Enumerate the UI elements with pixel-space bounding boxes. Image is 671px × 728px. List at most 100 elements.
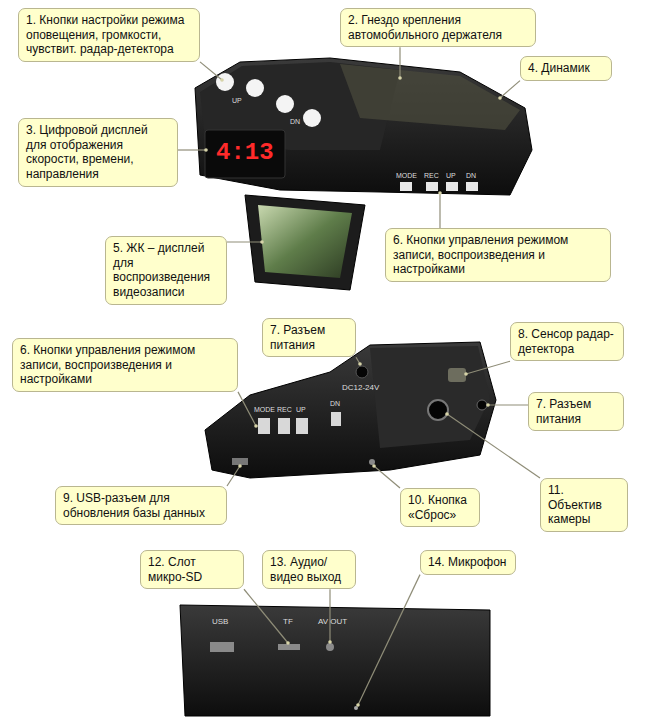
leader-line [466, 361, 510, 374]
leader-dot [358, 362, 362, 366]
device-marking: UP [296, 406, 306, 413]
leader-dot [498, 96, 502, 100]
callout-box: 6. Кнопки управления режимом записи, вос… [12, 338, 238, 392]
callout-text: 11. Объектив камеры [548, 483, 620, 527]
callout-box: 6. Кнопки управления режимом записи, вос… [385, 228, 611, 282]
button [331, 412, 341, 426]
button [446, 182, 458, 191]
leader-dot [328, 640, 332, 644]
leader-line [227, 466, 240, 486]
callout-box: 14. Микрофон [420, 550, 516, 575]
leader-line [500, 81, 520, 98]
callout-text: 13. Аудио/видео выход [270, 555, 348, 584]
callout-text: 1. Кнопки настройки режима оповещения, г… [26, 13, 192, 57]
device-marking: USB [212, 618, 228, 626]
callout-text: 6. Кнопки управления режимом записи, вос… [393, 233, 603, 277]
leader-dot [238, 464, 242, 468]
power-port [356, 366, 368, 378]
callout-text: 2. Гнездо крепления автомобильного держа… [348, 13, 528, 42]
device-marking: TF [283, 618, 293, 626]
power-port [477, 400, 487, 410]
device-marking: MODE [254, 406, 275, 413]
button [426, 182, 438, 191]
callout-text: 4. Динамик [528, 61, 604, 76]
lcd-screen [258, 205, 352, 278]
leader-line [227, 241, 262, 242]
callout-box: 2. Гнездо крепления автомобильного держа… [340, 8, 536, 47]
display-window [205, 130, 285, 178]
device-marking: DN [290, 118, 300, 125]
leader-dot [356, 703, 360, 707]
callout-box: 4. Динамик [520, 56, 612, 81]
leader-dot [486, 403, 490, 407]
callout-box: 1. Кнопки настройки режима оповещения, г… [18, 8, 200, 62]
device-marking: REC [277, 406, 292, 413]
av-port [326, 643, 334, 651]
leader-line [200, 62, 222, 80]
callout-box: 7. Разъем питания [528, 392, 624, 431]
device-mount [340, 64, 520, 130]
display-readout: 4:13 [216, 141, 274, 165]
radar-sensor [448, 368, 466, 382]
callout-text: 9. USB-разъем для обновления базы данных [63, 491, 219, 520]
leader-dot [254, 424, 258, 428]
device-marking: UP [446, 172, 456, 179]
leader-line [399, 47, 400, 78]
callout-box: 11. Объектив камеры [540, 478, 628, 532]
leader-dot [260, 240, 264, 244]
device-marking: DN [466, 172, 476, 179]
leader-dot [464, 372, 468, 376]
device-marking: DC12-24V [342, 384, 379, 392]
device-body [195, 58, 532, 195]
callout-box: 8. Сенсор радар-детектора [510, 322, 624, 361]
button [246, 79, 264, 97]
button [278, 418, 290, 434]
callout-box: 9. USB-разъем для обновления базы данных [55, 486, 227, 525]
callout-text: 5. ЖК – дисплей для воспроизведения виде… [113, 241, 219, 300]
button [216, 73, 234, 91]
leader-dot [286, 641, 290, 645]
callout-box: 13. Аудио/видео выход [262, 550, 356, 589]
device-marking: AV OUT [318, 618, 347, 626]
leader-dot [204, 148, 208, 152]
callout-text: 3. Цифровой дисплей для отображения скор… [26, 123, 170, 182]
callout-text: 10. Кнопка «Сброс» [408, 493, 472, 522]
leader-line [244, 589, 288, 643]
leader-line [238, 392, 256, 426]
callout-text: 7. Разъем питания [270, 323, 348, 352]
leader-line [374, 466, 400, 488]
leader-line [178, 149, 206, 150]
button [276, 95, 294, 113]
leader-line [329, 589, 330, 642]
leader-dot [220, 78, 224, 82]
button [400, 182, 412, 191]
leader-line [358, 575, 420, 705]
sd-slot [278, 644, 300, 650]
callout-box: 3. Цифровой дисплей для отображения скор… [18, 118, 178, 187]
callout-text: 12. Слот микро-SD [148, 555, 236, 584]
device-front [370, 346, 490, 448]
usb-port [232, 458, 248, 465]
usb-port [210, 642, 234, 652]
leader-dot [372, 464, 376, 468]
device-body [180, 605, 490, 716]
callout-text: 7. Разъем питания [536, 397, 616, 426]
callout-box: 5. ЖК – дисплей для воспроизведения виде… [105, 236, 227, 305]
callout-box: 7. Разъем питания [262, 318, 356, 357]
lcd-housing [245, 195, 365, 290]
leader-dot [445, 412, 449, 416]
device-marking: DN [330, 400, 340, 407]
leader-line [447, 414, 540, 478]
device-marking: MODE [396, 172, 417, 179]
reset-button [369, 459, 375, 465]
camera-lens [428, 400, 448, 420]
leader-line [488, 404, 528, 405]
leader-line [439, 193, 440, 228]
device-body [205, 342, 496, 478]
callout-text: 8. Сенсор радар-детектора [518, 327, 616, 356]
leader-dot [398, 76, 402, 80]
callout-text: 6. Кнопки управления режимом записи, вос… [20, 343, 230, 387]
callout-text: 14. Микрофон [428, 555, 508, 570]
button [296, 418, 308, 434]
